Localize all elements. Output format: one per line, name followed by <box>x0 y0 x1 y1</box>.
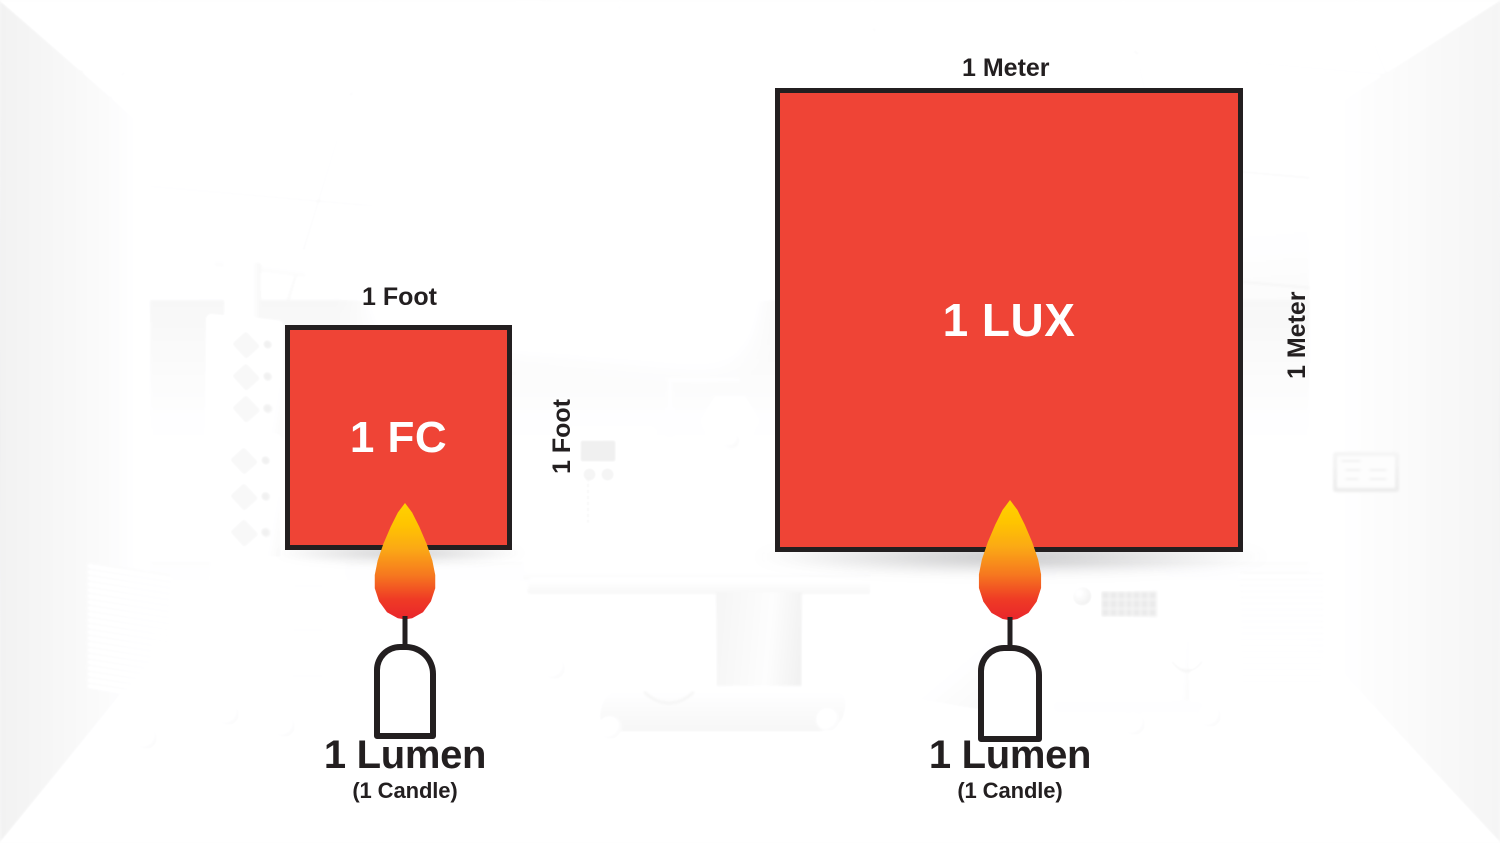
fc-side-dimension-label: 1 Foot <box>548 399 576 474</box>
fc-top-dimension-label: 1 Foot <box>362 283 437 311</box>
camera-lens-icon <box>1072 586 1092 606</box>
surgical-light-hub <box>722 430 740 448</box>
operating-table-base <box>595 686 851 732</box>
lux-lumen-label: 1 Lumen <box>928 733 1092 777</box>
control-knob <box>601 468 614 481</box>
ceiling-light-panel-icon <box>396 128 770 327</box>
caster-wheel <box>272 714 296 738</box>
lux-area-square: 1 LUX <box>775 88 1243 552</box>
gas-column <box>586 478 590 524</box>
anesthesia-display <box>580 440 616 462</box>
fc-source-caption: 1 Lumen (1 Candle) <box>323 733 487 804</box>
drawer-handle <box>606 618 640 622</box>
caster-wheel <box>542 656 566 680</box>
candle-right: 1 Lumen (1 Candle) <box>929 500 1091 803</box>
surgical-light-arm <box>668 378 672 434</box>
lux-square-label: 1 LUX <box>942 294 1076 346</box>
tower-keypad <box>1100 590 1158 618</box>
surgical-light-arm-horizontal <box>668 378 740 382</box>
caster-wheel <box>1122 712 1146 736</box>
equipment-cable <box>632 620 706 704</box>
candle-left: 1 Lumen (1 Candle) <box>324 503 486 803</box>
wall-mounted-monitor <box>1333 452 1399 492</box>
lux-candle-sublabel: (1 Candle) <box>957 777 1063 803</box>
candle-body-icon <box>374 644 436 739</box>
wall-vent-grille <box>1240 572 1324 684</box>
candle-body-icon <box>978 645 1042 742</box>
medical-pendant-head-upper <box>207 314 283 442</box>
caster-wheel <box>134 726 158 750</box>
equipment-cable <box>1160 568 1214 672</box>
caster-wheel <box>816 708 840 732</box>
medical-pendant-head-lower <box>207 428 281 566</box>
lux-side-dimension-label: 1 Meter <box>1283 291 1311 379</box>
fc-lumen-label: 1 Lumen <box>323 733 487 777</box>
flame-icon <box>978 500 1042 621</box>
operating-table-pedestal <box>716 592 802 702</box>
supply-cart-left <box>212 558 344 708</box>
drawer-handle <box>606 654 640 658</box>
left-wall-vent <box>88 561 170 701</box>
wick-icon <box>1007 617 1013 650</box>
fc-candle-sublabel: (1 Candle) <box>352 777 458 803</box>
monitor-screen <box>1337 456 1395 488</box>
caster-wheel <box>1198 704 1222 728</box>
flame-icon <box>374 503 436 620</box>
footcandle-square-label: 1 FC <box>349 412 448 462</box>
surgical-light-head <box>676 438 730 482</box>
lux-top-dimension-label: 1 Meter <box>962 54 1050 82</box>
caster-wheel <box>216 702 240 726</box>
caster-wheel <box>598 716 622 740</box>
equipment-tower-base <box>1052 700 1204 714</box>
wick-icon <box>402 616 408 649</box>
lux-source-caption: 1 Lumen (1 Candle) <box>928 733 1092 804</box>
ceiling-boom-collar <box>225 262 261 324</box>
